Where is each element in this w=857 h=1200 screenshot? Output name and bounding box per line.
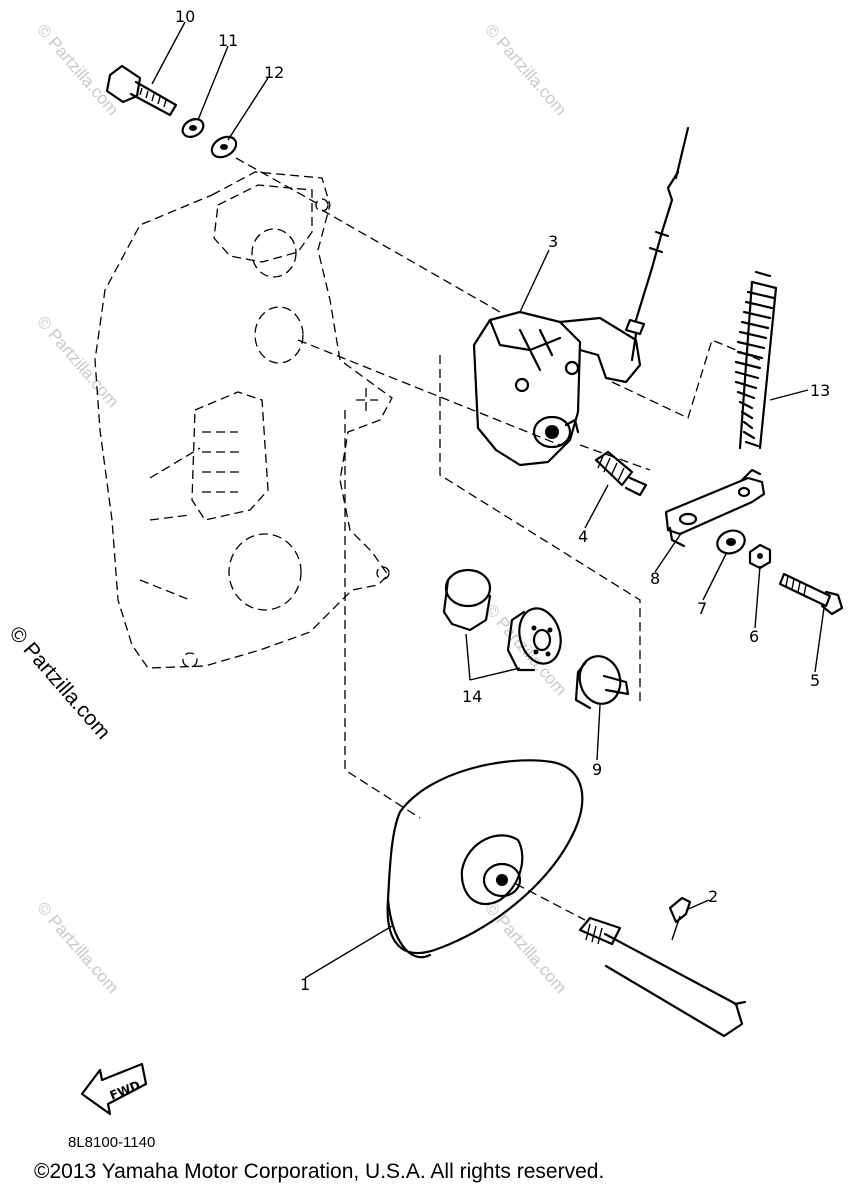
lever-8 — [664, 468, 766, 548]
watermark-faint-2: © Partzilla.com — [481, 20, 570, 119]
callout-2: 2 — [708, 887, 718, 906]
bolt-5 — [778, 572, 844, 616]
callout-11: 11 — [218, 31, 238, 50]
washer-12 — [210, 135, 238, 159]
callout-10: 10 — [175, 7, 195, 26]
throttle-cable — [624, 126, 690, 362]
shaft — [515, 883, 747, 1038]
watermark-faint-6: © Partzilla.com — [481, 898, 570, 997]
washer-7 — [716, 529, 746, 555]
lock-washer-11 — [181, 118, 205, 138]
watermark-faint-4: © Partzilla.com — [481, 600, 570, 699]
spring-13 — [734, 270, 778, 450]
sheave-1 — [386, 759, 584, 959]
bolt-10 — [105, 64, 178, 117]
rollers-14 — [442, 568, 562, 672]
callout-1: 1 — [300, 975, 310, 994]
adjuster-4 — [594, 450, 648, 497]
watermark-faint-group: © Partzilla.com © Partzilla.com © Partzi… — [33, 20, 570, 997]
copyright-notice: ©2013 Yamaha Motor Corporation, U.S.A. A… — [34, 1160, 605, 1183]
callout-9: 9 — [592, 760, 602, 779]
callout-5: 5 — [810, 671, 820, 690]
callout-13: 13 — [810, 381, 830, 400]
callout-12: 12 — [264, 63, 284, 82]
drawing-code: 8L8100-1140 — [68, 1134, 156, 1151]
watermark-faint-5: © Partzilla.com — [33, 898, 122, 997]
pin-9 — [574, 655, 630, 710]
fwd-label: FWD — [108, 1078, 142, 1103]
callout-14: 14 — [462, 687, 482, 706]
callout-8: 8 — [650, 569, 660, 588]
key-2 — [668, 896, 692, 924]
watermark-faint-1: © Partzilla.com — [33, 20, 122, 119]
callout-4: 4 — [578, 527, 588, 546]
callout-6: 6 — [749, 627, 759, 646]
leader-lines — [151, 21, 825, 979]
bracket-3 — [472, 310, 642, 467]
callout-3: 3 — [548, 232, 558, 251]
callout-7: 7 — [697, 599, 707, 618]
fwd-arrow-icon: FWD — [80, 1062, 148, 1116]
watermark-faint-3: © Partzilla.com — [33, 312, 122, 411]
housing-phantom — [94, 171, 393, 669]
callouts: 1 2 3 4 5 6 7 8 9 10 11 12 13 14 — [175, 7, 830, 994]
assembly-lines — [235, 157, 761, 819]
nut-6 — [748, 543, 772, 570]
